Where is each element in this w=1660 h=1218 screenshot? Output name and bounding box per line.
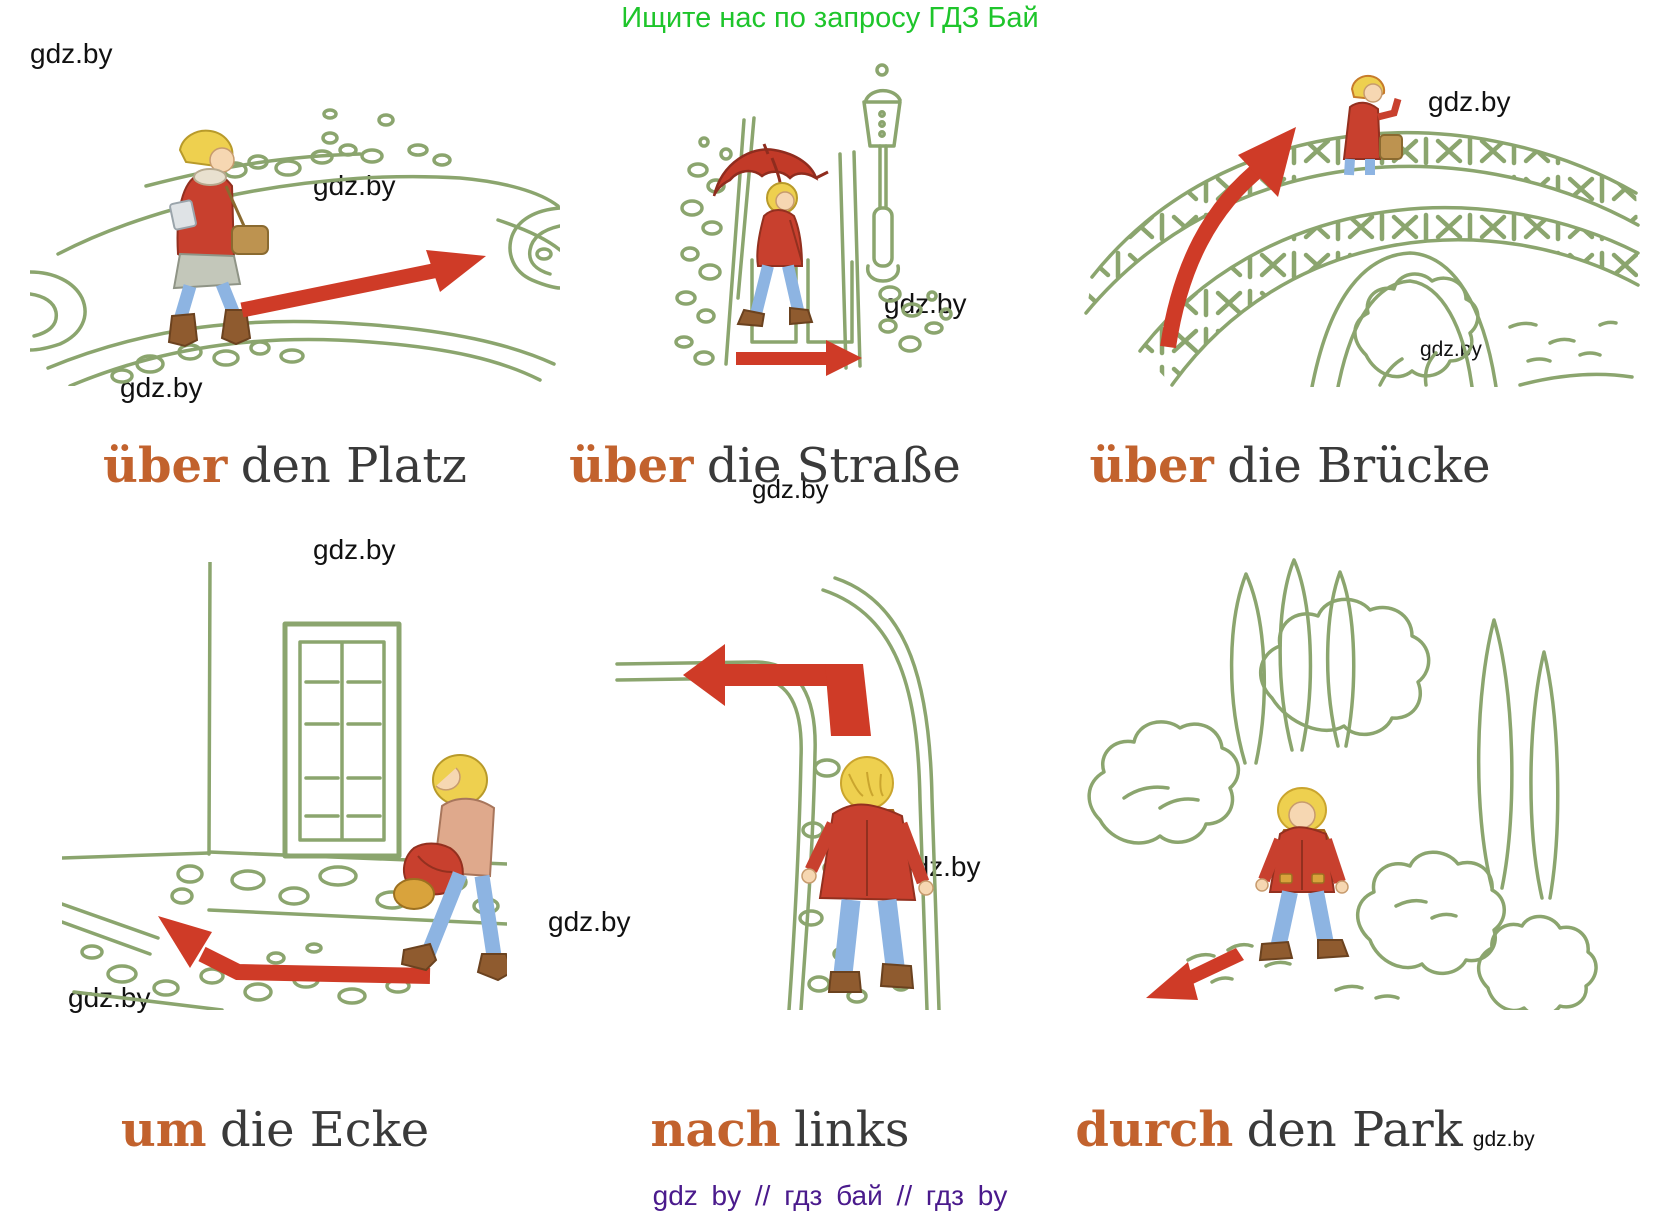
gdz-watermark: gdz.by [884, 288, 967, 319]
caption-preposition: über [569, 438, 694, 494]
direction-arrow-icon [683, 644, 871, 736]
caption-phrase: den Park [1246, 1102, 1463, 1158]
promo-header-text: Ищите нас по запросу ГДЗ Бай [621, 2, 1039, 34]
gdz-watermark: gdz.by [120, 372, 203, 403]
illustration-ueber-die-bruecke [1080, 55, 1640, 387]
gdz-watermark: gdz.by [752, 474, 829, 504]
square-line-art [30, 108, 560, 386]
direction-arrow-icon [240, 250, 486, 318]
direction-arrow-icon [736, 340, 862, 376]
caption-preposition: über [103, 438, 228, 494]
bridge-railing-lower [1140, 207, 1638, 385]
illustration-ueber-die-strasse [640, 58, 1040, 388]
direction-arrow-icon [1160, 127, 1296, 349]
gdz-watermark: gdz.by [313, 170, 396, 201]
girl-on-bridge [1342, 74, 1403, 176]
caption-phrase: die Brücke [1227, 438, 1491, 494]
caption-preposition: durch [1075, 1102, 1234, 1158]
caption-phrase: den Platz [240, 438, 467, 494]
gdz-watermark: gdz.by [1472, 1128, 1535, 1151]
gdz-watermark: gdz.by [1428, 86, 1511, 117]
illustration-um-die-ecke [62, 562, 507, 1010]
caption-preposition: nach [650, 1102, 781, 1158]
walking-girl [167, 129, 269, 348]
boy-from-behind [801, 756, 934, 993]
bridge-railing-upper [1086, 132, 1638, 313]
caption-phrase: die Straße [706, 438, 961, 494]
gdz-watermark: gdz.by [30, 38, 113, 69]
girl-with-umbrella [712, 143, 829, 328]
girl-around-corner [393, 754, 507, 982]
gdz-watermark: gdz.by [548, 906, 631, 937]
park-trees-line-art [1087, 558, 1598, 1010]
direction-arrow-icon [1146, 948, 1244, 1000]
caption-phrase: links [794, 1102, 910, 1158]
illustration-ueber-den-platz [30, 58, 560, 386]
caption-phrase: die Ecke [219, 1102, 430, 1158]
street-line-art [674, 63, 953, 370]
bridge-lower-arcs [1138, 206, 1640, 387]
illustration-durch-den-park [1040, 558, 1660, 1010]
direction-arrow-icon [158, 916, 431, 984]
illustration-nach-links [605, 568, 1005, 1010]
caption-preposition: um [120, 1102, 207, 1158]
caption-preposition: über [1089, 438, 1214, 494]
girl-in-park [1255, 787, 1350, 962]
footer-watermark-text: gdz by // гдз бай // гдз by [652, 1180, 1008, 1211]
gdz-watermark: gdz.by [313, 534, 396, 565]
